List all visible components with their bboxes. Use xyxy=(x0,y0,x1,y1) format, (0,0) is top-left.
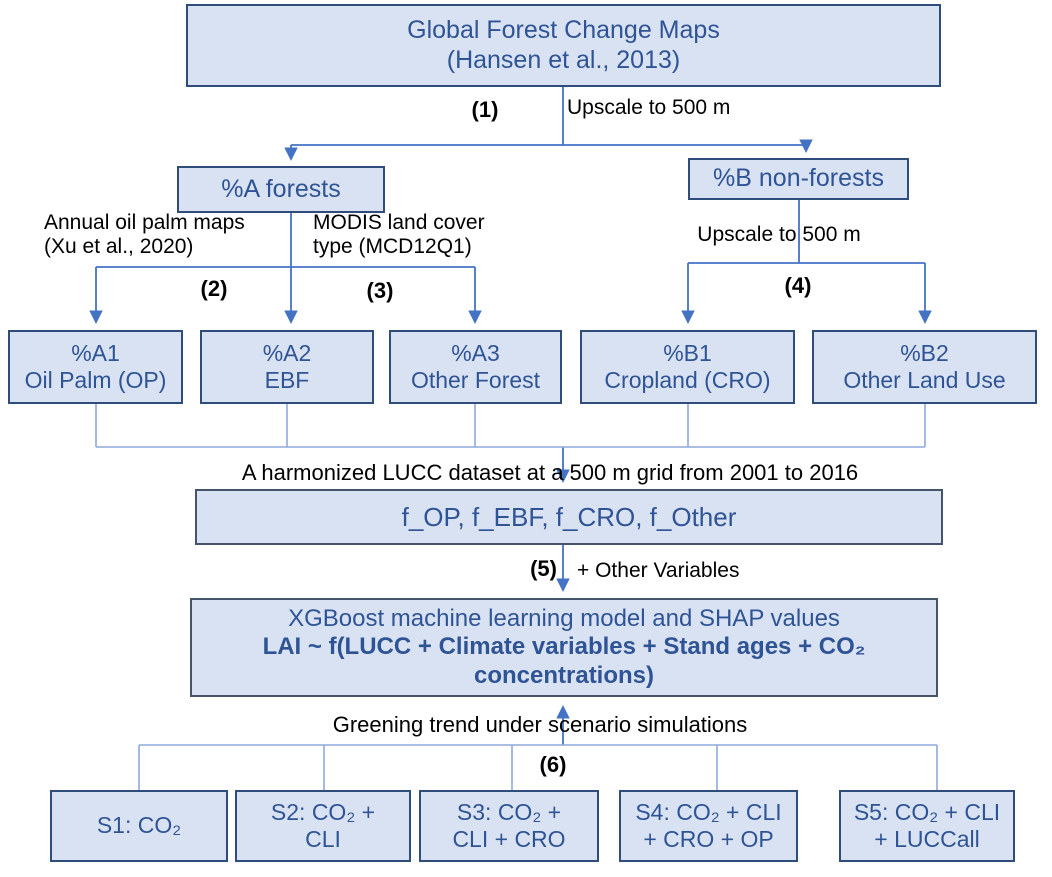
node-label: S4: CO₂ + CLI xyxy=(635,798,782,825)
node-label: + CRO + OP xyxy=(643,826,774,852)
node-label: Cropland (CRO) xyxy=(604,367,771,393)
node-label: (Hansen et al., 2013) xyxy=(446,45,681,74)
node-label: %A2 xyxy=(262,339,312,366)
harmonized-dataset-label: A harmonized LUCC dataset at a 500 m gri… xyxy=(241,460,859,485)
node-label: %B1 xyxy=(663,339,712,366)
node-label: EBF xyxy=(264,367,310,393)
node-label: + LUCCall xyxy=(874,826,980,852)
modis-source-line1: MODIS land cover xyxy=(313,211,485,234)
upscale-label-top: Upscale to 500 m xyxy=(567,96,731,119)
upscale-label-b: Upscale to 500 m xyxy=(697,223,861,246)
node-global-forest-change: Global Forest Change Maps (Hansen et al.… xyxy=(186,4,941,87)
node-label: %A1 xyxy=(71,339,120,366)
node-a-forests: %A forests xyxy=(177,166,385,213)
node-label: %B2 xyxy=(900,339,949,366)
node-scenario-s1: S1: CO₂ xyxy=(50,790,228,862)
step-label-5: (5) xyxy=(530,556,557,581)
node-label: %A forests xyxy=(221,174,341,203)
node-b1-cropland: %B1 Cropland (CRO) xyxy=(580,330,795,404)
node-a1-oil-palm: %A1 Oil Palm (OP) xyxy=(8,330,183,404)
node-a3-other-forest: %A3 Other Forest xyxy=(389,330,562,404)
oil-palm-source-line1: Annual oil palm maps xyxy=(44,211,245,234)
node-label: f_OP, f_EBF, f_CRO, f_Other xyxy=(401,501,737,532)
node-lucc-fractions: f_OP, f_EBF, f_CRO, f_Other xyxy=(195,489,943,545)
node-label: CLI xyxy=(305,826,341,852)
node-label: Oil Palm (OP) xyxy=(24,367,167,393)
modis-source-label: MODIS land cover type (MCD12Q1) xyxy=(313,211,485,259)
node-scenario-s5: S5: CO₂ + CLI + LUCCall xyxy=(839,790,1015,862)
node-xgboost-model: XGBoost machine learning model and SHAP … xyxy=(190,598,938,697)
node-label: XGBoost machine learning model and SHAP … xyxy=(288,605,840,633)
node-label: Other Land Use xyxy=(843,367,1006,393)
node-label: %B non-forests xyxy=(713,164,884,193)
arrow-connectors xyxy=(89,87,932,745)
node-label: CLI + CRO xyxy=(452,826,566,852)
node-b2-other-land-use: %B2 Other Land Use xyxy=(812,330,1037,404)
node-scenario-s2: S2: CO₂ + CLI xyxy=(235,790,411,862)
step-label-4: (4) xyxy=(784,273,812,298)
plain-connectors xyxy=(95,404,938,790)
step-label-1: (1) xyxy=(471,97,499,122)
oil-palm-source-label: Annual oil palm maps (Xu et al., 2020) xyxy=(44,211,245,259)
node-label: S1: CO₂ xyxy=(96,812,182,839)
node-label: concentrations) xyxy=(473,661,655,689)
node-label: LAI ~ f(LUCC + Climate variables + Stand… xyxy=(262,633,866,661)
oil-palm-source-line2: (Xu et al., 2020) xyxy=(44,235,194,259)
step-label-2: (2) xyxy=(200,276,228,301)
step-label-3: (3) xyxy=(366,278,394,303)
node-label: S2: CO₂ + xyxy=(270,798,376,825)
greening-trend-label: Greening trend under scenario simulation… xyxy=(332,712,748,737)
node-label: Global Forest Change Maps xyxy=(407,16,720,44)
modis-source-line2: type (MCD12Q1) xyxy=(313,235,472,259)
node-a2-ebf: %A2 EBF xyxy=(200,330,374,404)
other-variables-label: + Other Variables xyxy=(577,559,740,582)
node-label: %A3 xyxy=(451,339,500,366)
node-b-non-forests: %B non-forests xyxy=(688,158,909,200)
node-scenario-s4: S4: CO₂ + CLI + CRO + OP xyxy=(619,790,798,862)
node-scenario-s3: S3: CO₂ + CLI + CRO xyxy=(419,790,599,862)
node-label: Other Forest xyxy=(410,367,541,393)
node-label: S5: CO₂ + CLI xyxy=(853,798,1001,825)
step-label-6: (6) xyxy=(539,752,567,777)
node-label: S3: CO₂ + xyxy=(456,798,562,825)
